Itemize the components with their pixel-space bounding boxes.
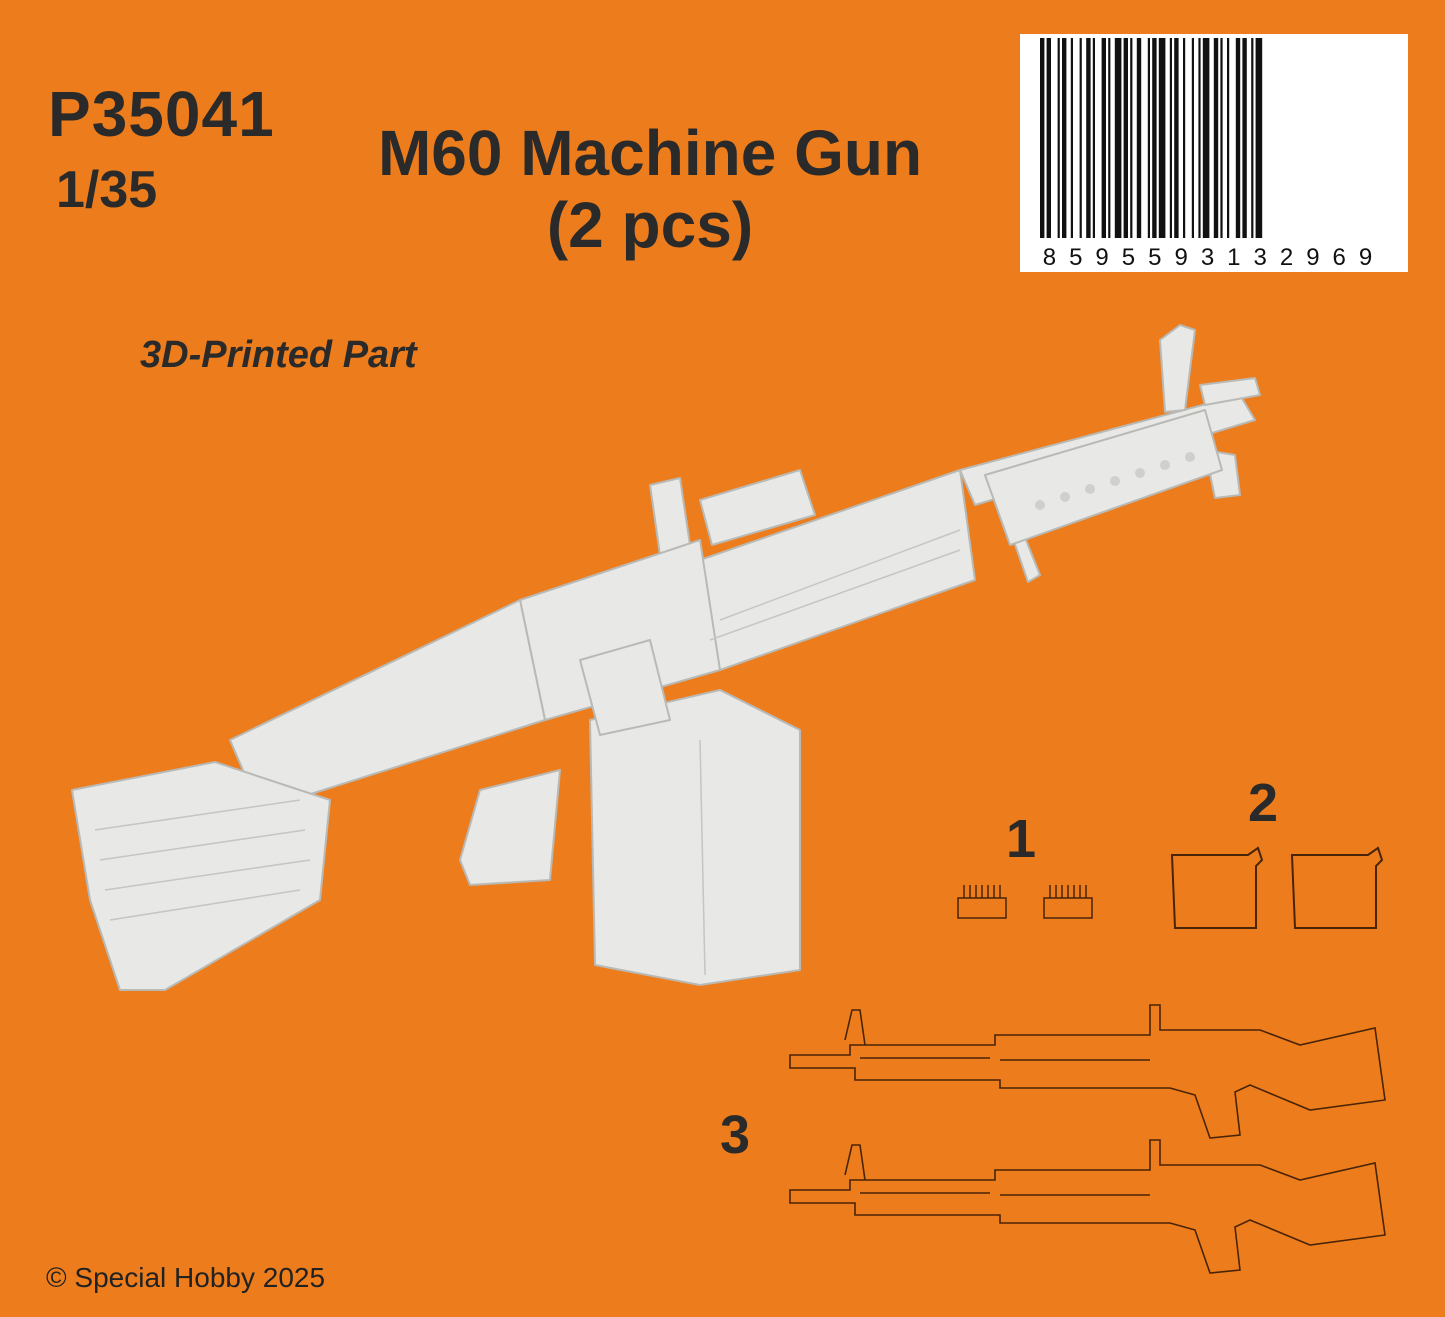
product-title: M60 Machine Gun (2 pcs): [300, 117, 1000, 261]
title-line-2: (2 pcs): [546, 188, 754, 261]
product-scale: 1/35: [56, 161, 158, 219]
part-1-label: 1: [1006, 809, 1037, 869]
product-subtitle: 3D-Printed Part: [140, 334, 417, 376]
barcode-number: 8595593132969: [1042, 244, 1386, 271]
barcode-bars: [1040, 38, 1263, 238]
copyright-text: © Special Hobby 2025: [46, 1262, 326, 1293]
part-3-label: 3: [720, 1105, 751, 1165]
title-line-1: M60 Machine Gun: [377, 117, 923, 189]
product-code: P35041: [48, 78, 275, 150]
barcode: 8595593132969: [1020, 34, 1408, 272]
part-2-label: 2: [1248, 773, 1279, 833]
